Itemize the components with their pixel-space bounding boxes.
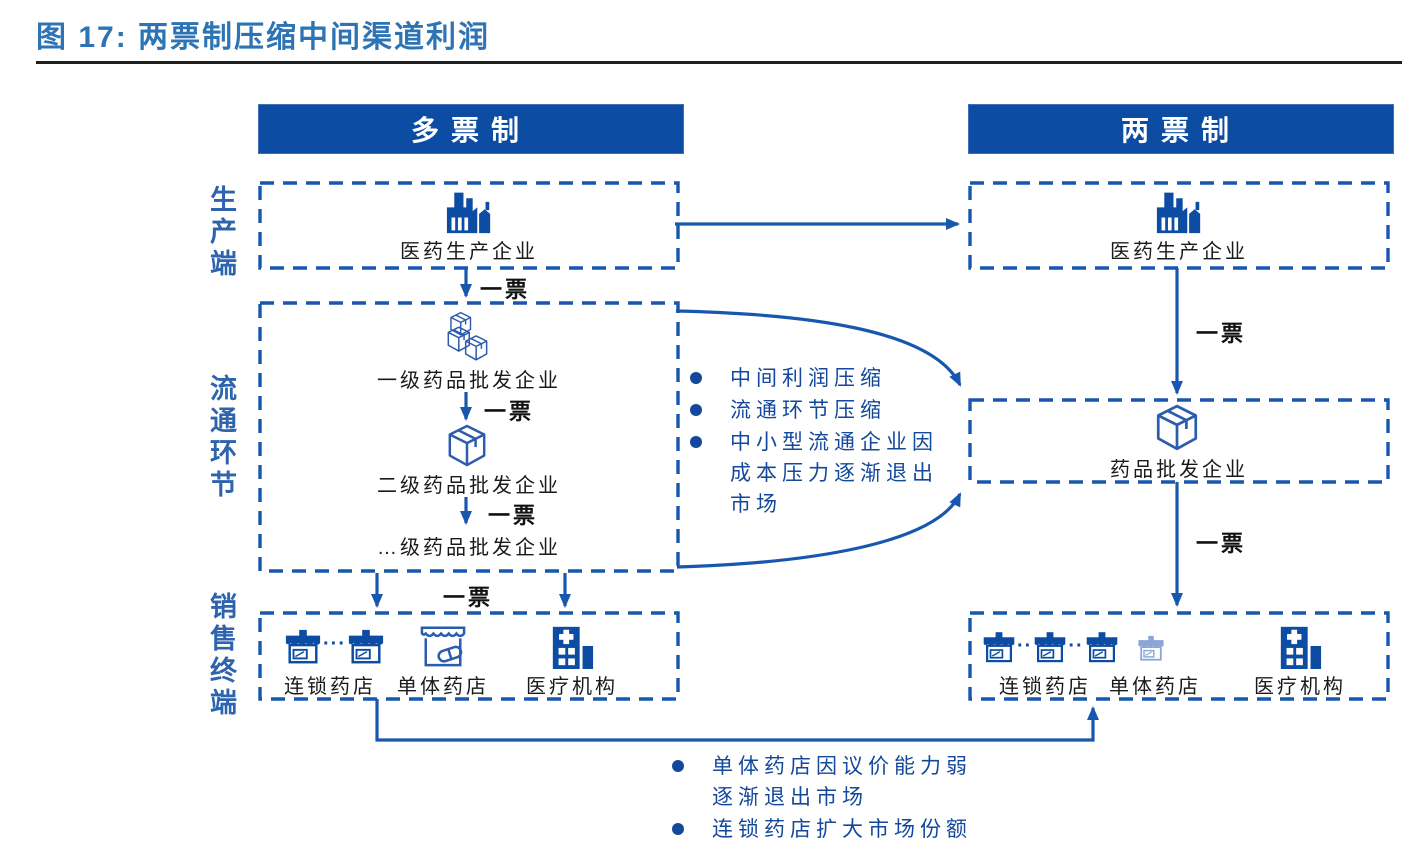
single-pharmacy-faded-icon [1137,635,1165,662]
boxes-stack-icon [442,311,492,365]
bullet-text: 流通环节压缩 [730,399,886,422]
chain-link-dots: ··· [323,633,346,655]
hospital-icon [546,623,598,669]
bullet-text: 中间利润压缩 [730,367,886,390]
node-label: 单体药店 [1109,676,1201,698]
bullet-dot-icon [690,436,702,448]
bullet-text: 中小型流通企业因成本压力逐渐退出市场 [730,431,938,516]
single-pharmacy-icon [418,623,468,669]
bullet-item: 中小型流通企业因成本压力逐渐退出市场 [690,427,956,520]
ticket-label: 一票 [488,503,539,528]
storefront-icon [1085,631,1119,664]
node-label: 医疗机构 [1254,676,1346,698]
node-left-producer: 医药生产企业 [260,183,678,268]
ticket-label: 一票 [1196,321,1247,346]
bullet-item: 单体药店因议价能力弱逐渐退出市场 [672,751,997,813]
bullet-dot-icon [690,404,702,416]
box-icon [446,423,488,469]
bullet-text: 单体药店因议价能力弱逐渐退出市场 [712,755,972,809]
bullet-item: 流通环节压缩 [690,395,956,426]
node-left-terminals: ··· 连锁药店 单体药店 医疗机构 [260,613,678,699]
ticket-label: 一票 [480,277,531,302]
node-label: 医药生产企业 [1110,241,1248,263]
chain-pharmacy-icon: ·· ·· [982,631,1119,664]
node-label: 药品批发企业 [1110,459,1248,481]
storefront-icon [1033,631,1067,664]
bullet-item: 连锁药店扩大市场份额 [672,814,997,842]
side-label-production: 生产端 [206,185,236,281]
title-divider [36,61,1402,64]
storefront-icon [284,629,322,665]
ticket-label: 一票 [1196,531,1247,556]
bullet-text: 连锁药店扩大市场份额 [712,818,972,841]
storefront-icon [347,629,385,665]
node-label: 医疗机构 [526,676,618,698]
header-multi-invoice: 多票制 [258,104,684,154]
figure-title: 图 17: 两票制压缩中间渠道利润 [36,21,491,54]
factory-icon [1153,189,1205,235]
bottom-bullet-list: 单体药店因议价能力弱逐渐退出市场 连锁药店扩大市场份额 [672,751,997,842]
node-right-producer: 医药生产企业 [970,183,1388,268]
ticket-label: 一票 [443,585,494,610]
node-right-terminals: ·· ·· 连锁药店 单体药店 医疗机构 [970,613,1388,699]
bullet-item: 中间利润压缩 [690,363,956,394]
node-left-circulation: 一级药品批发企业 二级药品批发企业 …级药品批发企业 [260,303,678,571]
ticket-label: 一票 [484,399,535,424]
node-label: 二级药品批发企业 [377,475,561,497]
side-label-circulation: 流通环节 [206,374,236,502]
node-label: 单体药店 [397,676,489,698]
node-label: …级药品批发企业 [377,537,561,559]
bullet-dot-icon [690,372,702,384]
node-label: 连锁药店 [284,676,376,698]
middle-bullet-list: 中间利润压缩 流通环节压缩 中小型流通企业因成本压力逐渐退出市场 [690,363,956,521]
node-label: 医药生产企业 [400,241,538,263]
header-two-invoice: 两票制 [968,104,1394,154]
bullet-dot-icon [672,760,684,772]
side-label-terminal: 销售终端 [206,592,236,720]
chain-pharmacy-icon: ··· [284,629,385,665]
chain-link-dots: ·· [1068,635,1084,657]
hospital-icon [1274,623,1326,669]
connector-terminal-shift [375,699,1099,742]
factory-icon [443,189,495,235]
node-label: 一级药品批发企业 [377,370,561,392]
bullet-dot-icon [672,823,684,835]
node-right-wholesaler: 药品批发企业 [970,400,1388,482]
storefront-icon [982,631,1016,664]
box-icon [1152,403,1202,453]
chain-link-dots: ·· [1017,635,1033,657]
